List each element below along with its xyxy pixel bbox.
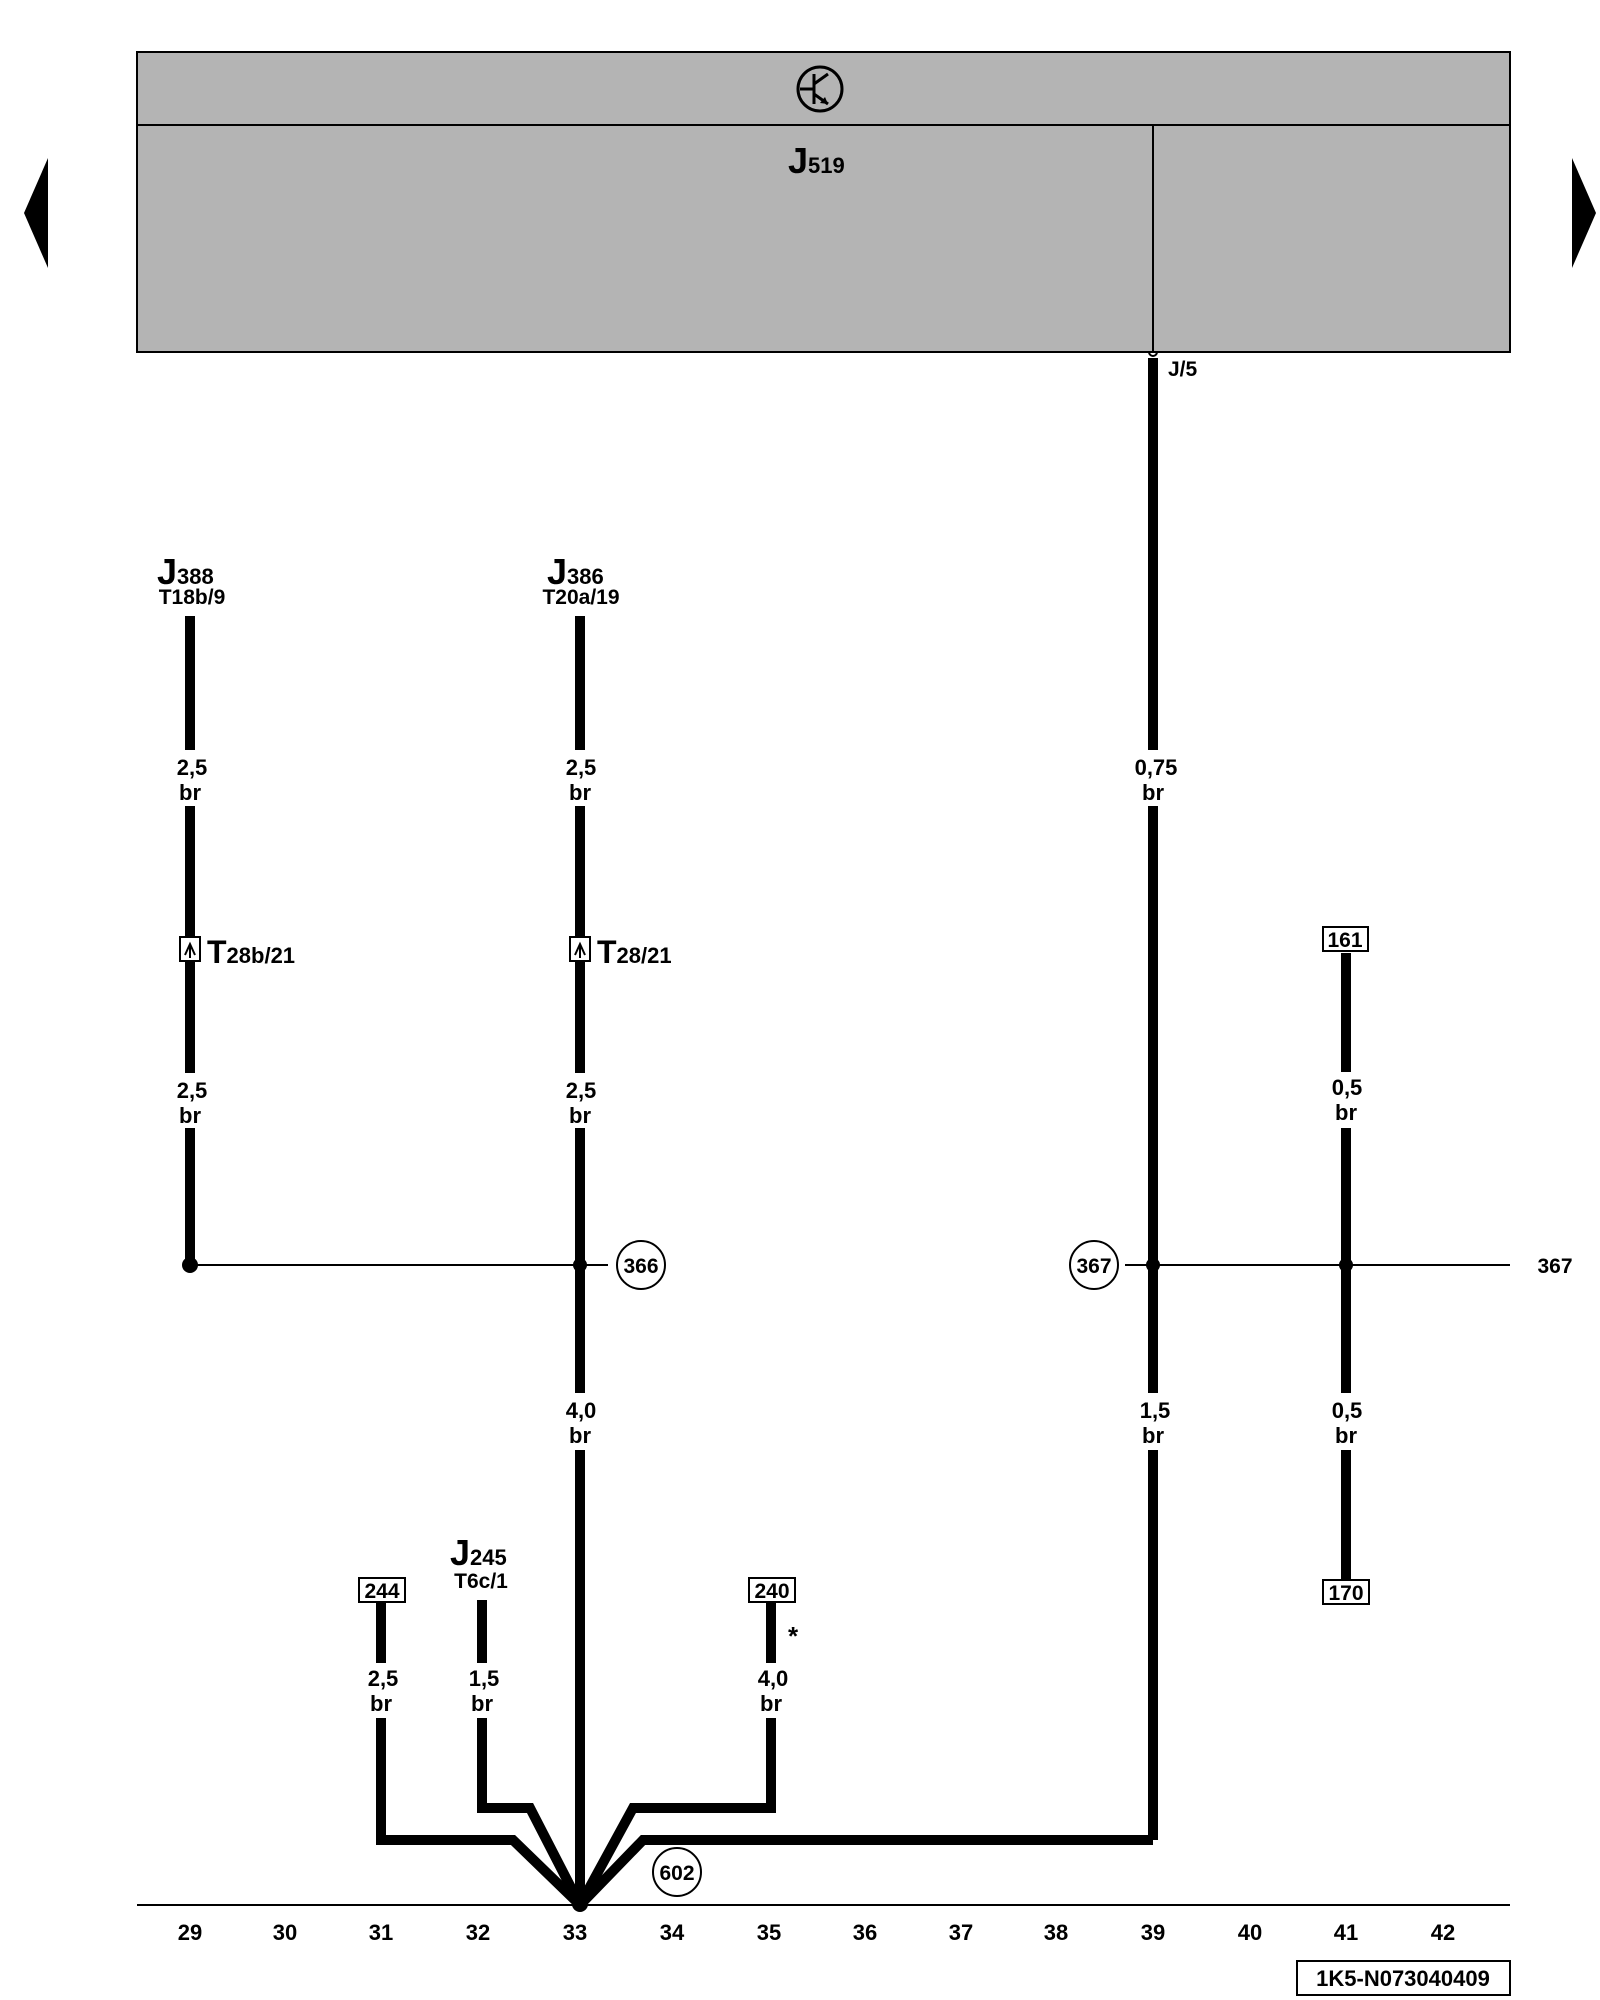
track-number: 40 xyxy=(1238,1920,1262,1945)
wire-color-label: br xyxy=(1142,780,1164,805)
connector-t28-21: T28/21 xyxy=(569,934,672,970)
ground-point-367[interactable]: 367 xyxy=(1069,1240,1119,1290)
svg-text:366: 366 xyxy=(623,1255,658,1278)
component-j386: J386 T20a/19 xyxy=(542,551,619,609)
wire-size-label: 2,5 xyxy=(566,755,597,780)
svg-text:240: 240 xyxy=(754,1580,789,1603)
connector-t28b-21: T28b/21 xyxy=(179,934,295,970)
track-number: 32 xyxy=(466,1920,490,1945)
pin-label-j388: T18b/9 xyxy=(159,586,226,609)
wire-size-label: 0,75 xyxy=(1135,755,1178,780)
wire-color-label: br xyxy=(1335,1100,1357,1125)
control-unit-name: J xyxy=(788,140,808,181)
pin-label-j5: J/5 xyxy=(1168,358,1198,381)
wire-color-label: br xyxy=(569,1103,591,1128)
electronics-symbol-icon xyxy=(796,65,844,113)
svg-text:T28b/21: T28b/21 xyxy=(207,934,295,970)
ground-point-366[interactable]: 366 xyxy=(616,1240,666,1290)
svg-text:T28/21: T28/21 xyxy=(597,934,672,970)
crossref-box-244[interactable]: 244 xyxy=(358,1577,406,1603)
previous-page-icon[interactable] xyxy=(24,158,48,268)
svg-text:J388: J388 xyxy=(157,551,214,592)
wire-size-label: 1,5 xyxy=(469,1666,500,1691)
wire-color-label: br xyxy=(471,1691,493,1716)
footnote-asterisk: * xyxy=(788,1621,799,1651)
svg-text:602: 602 xyxy=(659,1862,694,1885)
control-unit-number: 519 xyxy=(808,153,845,178)
track-number: 29 xyxy=(178,1920,202,1945)
svg-text:J245: J245 xyxy=(450,1532,507,1573)
control-unit-j519: J519 xyxy=(136,51,1511,353)
crossref-right-label[interactable]: 367 xyxy=(1537,1255,1572,1278)
control-unit-label: J519 xyxy=(788,140,845,181)
wire-size-label: 4,0 xyxy=(566,1398,597,1423)
track-number: 31 xyxy=(369,1920,393,1945)
track-number: 41 xyxy=(1334,1920,1358,1945)
track-number: 34 xyxy=(660,1920,685,1945)
pin-label-j245: T6c/1 xyxy=(454,1570,508,1593)
ground-line xyxy=(182,1257,1510,1912)
svg-text:244: 244 xyxy=(364,1580,399,1603)
wire-size-label: 1,5 xyxy=(1140,1398,1171,1423)
wire-size-label: 2,5 xyxy=(566,1078,597,1103)
wire-color-label: br xyxy=(179,780,201,805)
wire-size-label: 2,5 xyxy=(177,1078,208,1103)
track-number: 39 xyxy=(1141,1920,1165,1945)
wire-color-label: br xyxy=(1142,1423,1164,1448)
track-number: 35 xyxy=(757,1920,781,1945)
svg-text:367: 367 xyxy=(1076,1255,1111,1278)
svg-text:170: 170 xyxy=(1328,1582,1363,1605)
component-j245: J245 T6c/1 xyxy=(450,1532,508,1593)
wire-size-label: 4,0 xyxy=(758,1666,789,1691)
wire-color-label: br xyxy=(760,1691,782,1716)
wire-color-label: br xyxy=(569,1423,591,1448)
track-number: 42 xyxy=(1431,1920,1455,1945)
crossref-box-240[interactable]: 240 xyxy=(748,1577,796,1603)
svg-text:J386: J386 xyxy=(547,551,604,592)
track-number: 30 xyxy=(273,1920,297,1945)
wire-size-label: 0,5 xyxy=(1332,1075,1363,1100)
track-number: 36 xyxy=(853,1920,877,1945)
track-number: 33 xyxy=(563,1920,587,1945)
wire-labels: 2,5 br 2,5 br 0,75 br 2,5 br 2,5 br 0,5 … xyxy=(177,755,1363,1716)
track-number: 38 xyxy=(1044,1920,1068,1945)
wire-color-label: br xyxy=(569,780,591,805)
pin-label-j386: T20a/19 xyxy=(542,586,619,609)
wire-color-label: br xyxy=(1335,1423,1357,1448)
crossref-box-161[interactable]: 161 xyxy=(1322,926,1369,952)
track-numbers: 29 30 31 32 33 34 35 36 37 38 39 40 41 4… xyxy=(178,1920,1455,1945)
diagram-id: 1K5-N073040409 xyxy=(1316,1966,1490,1991)
wire-size-label: 2,5 xyxy=(177,755,208,780)
svg-text:161: 161 xyxy=(1327,929,1362,952)
wire-color-label: br xyxy=(370,1691,392,1716)
crossref-box-170[interactable]: 170 xyxy=(1322,1579,1370,1605)
diagram-id-box: 1K5-N073040409 xyxy=(1296,1960,1511,1996)
ground-point-602[interactable]: 602 xyxy=(652,1847,702,1897)
track-number: 37 xyxy=(949,1920,973,1945)
wire-size-label: 0,5 xyxy=(1332,1398,1363,1423)
component-j388: J388 T18b/9 xyxy=(157,551,225,609)
wire-color-label: br xyxy=(179,1103,201,1128)
next-page-icon[interactable] xyxy=(1572,158,1596,268)
wires xyxy=(185,358,1351,1909)
wire-size-label: 2,5 xyxy=(368,1666,399,1691)
